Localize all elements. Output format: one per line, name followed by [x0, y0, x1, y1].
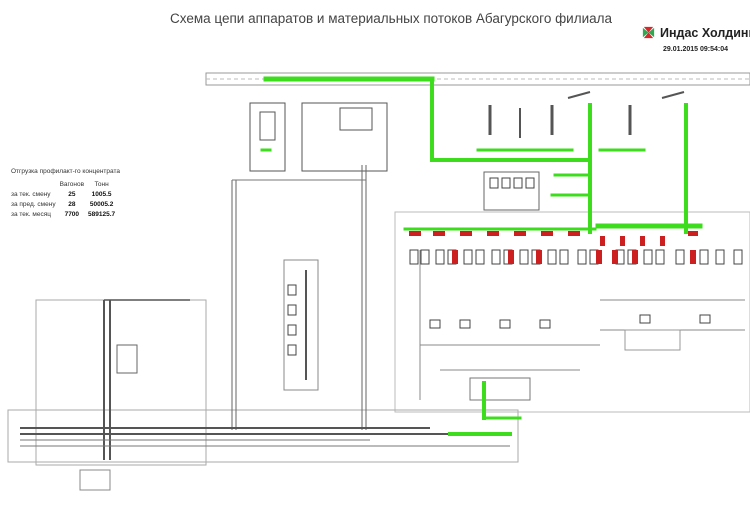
shipment-header-row: Вагонов Тонн	[11, 180, 119, 190]
shipment-row-wagons: 28	[60, 200, 88, 210]
shipment-row-tons: 1005.5	[88, 190, 119, 200]
shipment-row-label: за тек. месяц	[11, 210, 60, 220]
shipment-row-wagons: 25	[60, 190, 88, 200]
shipment-row-tons: 589125.7	[88, 210, 119, 220]
table-row: за тек. месяц 7700 589125.7	[11, 210, 119, 220]
shipment-panel: Отгрузка профилакт-го концентрата Вагоно…	[11, 168, 120, 220]
shipment-column-wagons: Вагонов	[60, 180, 88, 190]
shipment-row-wagons: 7700	[60, 210, 88, 220]
brand-logo-icon	[641, 25, 656, 40]
page-title: Схема цепи аппаратов и материальных пото…	[170, 11, 612, 26]
shipment-title: Отгрузка профилакт-го концентрата	[11, 168, 120, 175]
table-row: за тек. смену 25 1005.5	[11, 190, 119, 200]
shipment-row-tons: 50005.2	[88, 200, 119, 210]
shipment-row-label: за пред. смену	[11, 200, 60, 210]
shipment-table: Вагонов Тонн за тек. смену 25 1005.5 за …	[11, 180, 119, 220]
brand: Индас Холдинг	[641, 25, 750, 40]
shipment-column-tons: Тонн	[88, 180, 119, 190]
shipment-row-label: за тек. смену	[11, 190, 60, 200]
timestamp: 29.01.2015 09:54:04	[663, 46, 728, 53]
table-row: за пред. смену 28 50005.2	[11, 200, 119, 210]
brand-name: Индас Холдинг	[660, 26, 750, 40]
shipment-header-blank	[11, 180, 60, 190]
